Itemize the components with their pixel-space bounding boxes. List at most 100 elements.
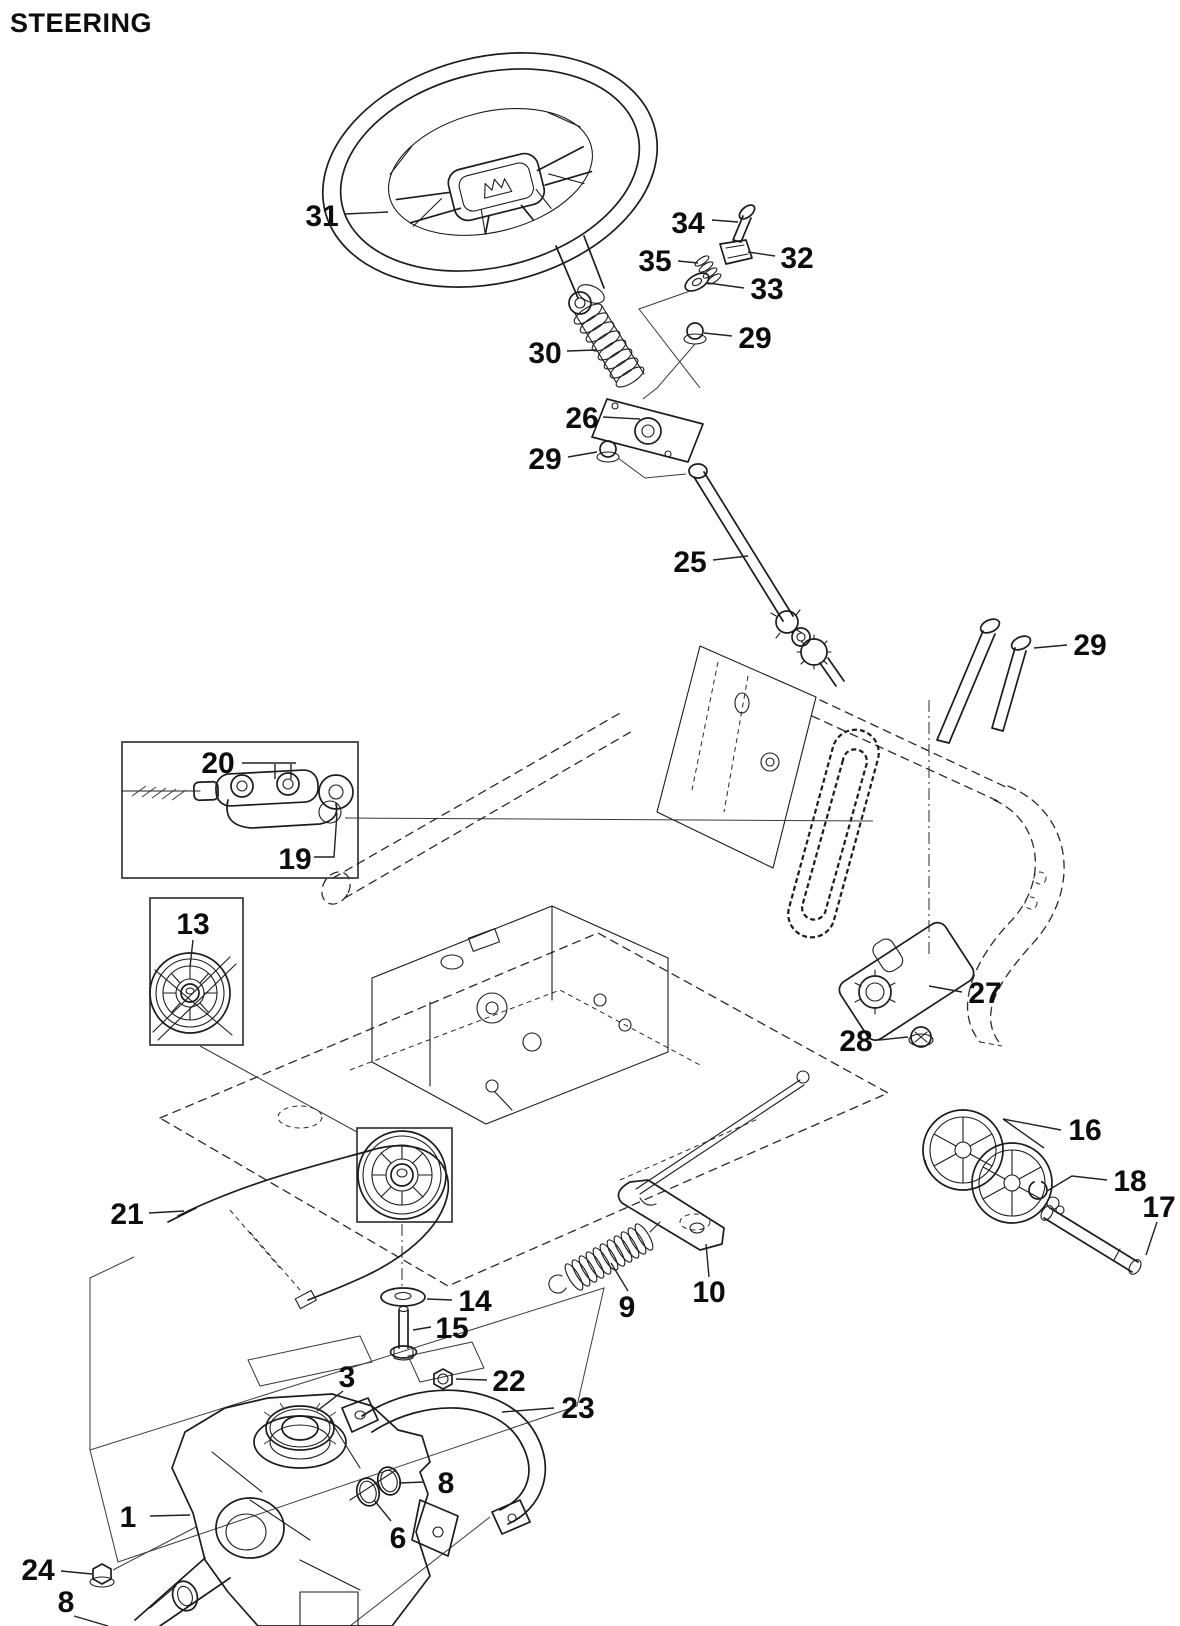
steering-chain xyxy=(787,728,880,939)
leader-line-9 xyxy=(610,1262,629,1292)
nut-28 xyxy=(908,1026,934,1048)
part-label-10: 10 xyxy=(692,1276,725,1309)
pulley-spokes xyxy=(371,1144,433,1206)
part-label-8: 8 xyxy=(438,1467,455,1500)
page-title: STEERING xyxy=(10,8,153,38)
part-label-33: 33 xyxy=(750,273,783,306)
part-label-14: 14 xyxy=(458,1285,492,1318)
leader-line-34 xyxy=(711,219,739,223)
part-label-26: 26 xyxy=(565,402,598,435)
part-label-34: 34 xyxy=(671,207,705,240)
leader-line-30 xyxy=(566,349,597,352)
frame xyxy=(158,645,1065,1291)
steering-shaft-25 xyxy=(688,463,845,687)
steering-column xyxy=(555,235,605,304)
inset-idler-pulley xyxy=(149,897,358,1133)
leader-line-8 xyxy=(398,1481,425,1484)
leader-line-22 xyxy=(455,1378,488,1381)
plate-26 xyxy=(591,398,704,463)
bolt-29-lower xyxy=(596,440,687,479)
steering-wheel xyxy=(321,52,659,288)
spring-9 xyxy=(548,1221,661,1294)
brand-crown-icon xyxy=(484,178,513,199)
leader-line-15 xyxy=(412,1326,432,1331)
leader-line-13 xyxy=(189,939,194,968)
leader-line-10 xyxy=(705,1243,710,1278)
part-label-32: 32 xyxy=(780,242,813,275)
bolts-29-frame xyxy=(928,618,1032,958)
part-label-28: 28 xyxy=(839,1025,872,1058)
part-label-9: 9 xyxy=(619,1291,636,1324)
leader-line-16 xyxy=(1002,1118,1062,1149)
leader-line-29 xyxy=(567,451,598,458)
leader-line-14 xyxy=(426,1298,453,1301)
leader-line-31 xyxy=(344,211,389,215)
part-label-13: 13 xyxy=(176,908,209,941)
leader-line-21 xyxy=(148,1210,185,1214)
part-label-29: 29 xyxy=(1073,629,1106,662)
pulley-box xyxy=(356,1127,453,1223)
part-label-35: 35 xyxy=(638,245,671,278)
part-label-29: 29 xyxy=(738,322,771,355)
leader-line-26 xyxy=(602,416,641,420)
spring-35 xyxy=(694,255,722,285)
part-label-1: 1 xyxy=(120,1501,137,1534)
bolt-15 xyxy=(389,1305,418,1361)
part-label-16: 16 xyxy=(1068,1114,1101,1147)
part-label-3: 3 xyxy=(339,1361,356,1394)
leader-line-29 xyxy=(703,332,733,337)
bolt-29-upper xyxy=(642,322,707,400)
part-label-8: 8 xyxy=(58,1586,75,1619)
washer-33 xyxy=(638,272,710,389)
leader-line-1 xyxy=(149,1514,191,1517)
part-label-24: 24 xyxy=(21,1554,55,1587)
part-label-6: 6 xyxy=(390,1522,407,1555)
part-label-18: 18 xyxy=(1113,1165,1146,1198)
wheel-b xyxy=(971,1142,1053,1224)
bracket-27 xyxy=(838,921,975,1041)
part-label-31: 31 xyxy=(305,200,338,233)
leader-line-6 xyxy=(373,1499,392,1522)
part-label-15: 15 xyxy=(435,1312,468,1345)
main-pulley xyxy=(357,1130,447,1220)
part-label-17: 17 xyxy=(1142,1191,1175,1224)
drag-rod xyxy=(635,1070,810,1195)
part-label-27: 27 xyxy=(968,977,1001,1010)
gearbox-1 xyxy=(134,1393,459,1626)
lever-10 xyxy=(617,1179,725,1251)
nut-22 xyxy=(433,1368,453,1390)
seal-3 xyxy=(263,1402,337,1451)
shaft-17 xyxy=(1040,1205,1142,1275)
wheel-pair-16 xyxy=(922,1109,1053,1224)
part-label-29: 29 xyxy=(528,443,561,476)
leader-line-18 xyxy=(1046,1175,1108,1192)
ring-8-lower xyxy=(171,1580,199,1612)
part-label-20: 20 xyxy=(201,747,234,780)
part-label-23: 23 xyxy=(561,1392,594,1425)
nut-24 xyxy=(89,1526,197,1588)
wheel-a xyxy=(922,1109,1004,1191)
leader-line-24 xyxy=(60,1570,93,1575)
part-label-25: 25 xyxy=(673,546,706,579)
inset-chain-link xyxy=(121,741,874,879)
cap-32 xyxy=(719,239,753,265)
part-label-30: 30 xyxy=(528,337,561,370)
part-label-21: 21 xyxy=(110,1198,143,1231)
leader-line-19 xyxy=(314,812,338,858)
clamp-23 xyxy=(341,1389,547,1535)
rings-6-8 xyxy=(355,1466,402,1507)
leader-line-28 xyxy=(878,1036,909,1041)
leader-line-35 xyxy=(677,260,699,264)
part-label-19: 19 xyxy=(278,843,311,876)
leader-line-29 xyxy=(1033,644,1068,649)
leader-line-23 xyxy=(501,1407,555,1413)
washer-14 xyxy=(380,1287,426,1307)
steering-cable-21 xyxy=(167,1145,450,1310)
part-label-22: 22 xyxy=(492,1365,525,1398)
leader-line-33 xyxy=(707,282,745,289)
leader-line-25 xyxy=(712,555,749,561)
construction-outlines xyxy=(89,1256,605,1626)
